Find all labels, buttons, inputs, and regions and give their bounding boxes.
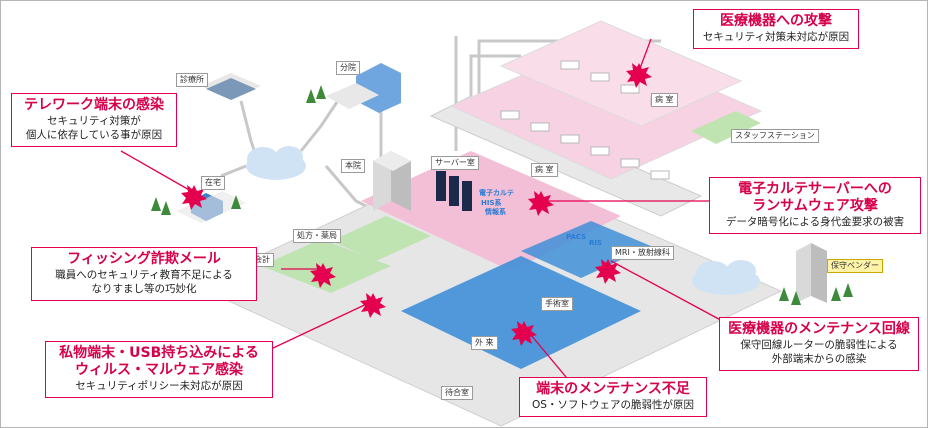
label-clinic: 診療所 [176,73,208,87]
callout-desc: 個人に依存している事が原因 [25,129,163,141]
callout-title: 電子カルテサーバーへの [738,181,892,197]
callout-phishing: フィッシング詐欺メール 職員へのセキュリティ教育不足による なりすまし等の巧妙化 [31,247,257,301]
callout-usb: 私物端末・USB持ち込みによる ウィルス・マルウェア感染 セキュリティポリシー未… [45,341,273,398]
label-surgery: 手術室 [541,297,573,311]
callout-title: ランサムウェア攻撃 [752,198,878,214]
label-branch: 分院 [336,61,360,75]
callout-title: フィッシング詐欺メール [67,251,221,267]
label-ward-1: 病 室 [651,93,678,107]
clinic-building [201,73,261,100]
callout-desc: データ暗号化による身代金要求の被害 [725,216,905,228]
tree-icon [151,85,853,305]
blue-floor-surgery [521,221,651,278]
callout-desc: 保守回線ルーターの脆弱性による [740,339,898,351]
tag-his: HIS系 [481,199,502,207]
main-hospital-tower [373,151,411,211]
tag-info: 情報系 [485,208,506,216]
tag-ris: RIS [589,239,603,247]
label-server-room: サーバー室 [431,156,479,170]
callout-title: テレワーク端末の感染 [24,97,164,113]
callout-medical-device-attack: 医療機器への攻撃 セキュリティ対策未対応が原因 [693,9,859,49]
callout-desc: セキュリティポリシー未対応が原因 [75,380,243,392]
callout-title: 私物端末・USB持ち込みによる [59,345,259,361]
callout-title: 医療機器のメンテナンス回線 [728,321,910,337]
callout-ransomware: 電子カルテサーバーへの ランサムウェア攻撃 データ暗号化による身代金要求の被害 [709,177,921,234]
callout-maintenance-line: 医療機器のメンテナンス回線 保守回線ルーターの脆弱性による 外部端末からの感染 [719,317,919,371]
label-home: 在宅 [201,176,225,190]
callout-desc: セキュリティ対策が [47,115,141,127]
label-prescription: 処方・薬局 [293,229,341,243]
callout-desc: なりすまし等の巧妙化 [91,283,197,295]
label-ward-2: 病 室 [531,163,558,177]
callout-desc: セキュリティ対策未対応が原因 [702,31,850,43]
branch-building [326,63,401,113]
green-floor-reception [261,239,391,293]
tag-emr: 電子カルテ [479,189,514,197]
label-outpatient: 外 来 [471,336,498,350]
red-burst-icon [181,63,652,346]
callout-desc: 職員へのセキュリティ教育不足による [55,269,233,281]
callout-desc: OS・ソフトウェアの脆弱性が原因 [532,399,694,411]
ward-beds [500,60,670,180]
callout-terminal-maintenance: 端末のメンテナンス不足 OS・ソフトウェアの脆弱性が原因 [519,377,707,417]
callout-desc: 外部端末からの感染 [771,353,867,365]
ward-upper-floor [499,20,743,127]
cloud-icon [246,146,760,295]
tag-pacs: PACS [566,233,587,241]
callout-telework: テレワーク端末の感染 セキュリティ対策が 個人に依存している事が原因 [11,93,177,147]
staff-station-floor [691,111,761,144]
vendor-building [796,243,827,303]
blue-floor-outpatient [401,256,641,369]
callout-connectors [120,38,742,384]
callout-title: ウィルス・マルウェア感染 [75,362,243,378]
label-vendor: 保守ベンダー [827,259,883,273]
label-staff-station: スタッフステーション [731,129,819,143]
label-mri: MRI・放射線科 [611,246,674,260]
callout-title: 医療機器への攻撃 [720,13,832,29]
green-floor-pharmacy [331,216,431,261]
callout-title: 端末のメンテナンス不足 [536,381,690,397]
label-main-hospital: 本院 [341,159,365,173]
label-waiting: 待合室 [441,386,473,400]
server-racks [436,171,472,211]
